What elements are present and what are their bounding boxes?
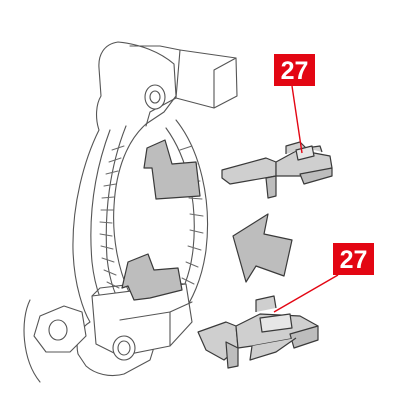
spring-clip-lower xyxy=(197,295,319,369)
callout-leader-lower xyxy=(273,274,339,313)
removal-arrows xyxy=(121,139,293,301)
callout-label-upper: 27 xyxy=(281,57,309,85)
callout-label-lower: 27 xyxy=(340,246,368,274)
caliper-carrier xyxy=(23,41,238,383)
spring-clip-upper xyxy=(221,141,333,199)
callout-box-upper xyxy=(274,54,315,86)
arrow-up-lower xyxy=(121,253,183,301)
arrow-up-upper xyxy=(143,139,201,200)
callout-box-lower xyxy=(333,243,374,275)
arrow-down-left xyxy=(232,213,293,283)
callout-leader-upper xyxy=(291,85,303,154)
